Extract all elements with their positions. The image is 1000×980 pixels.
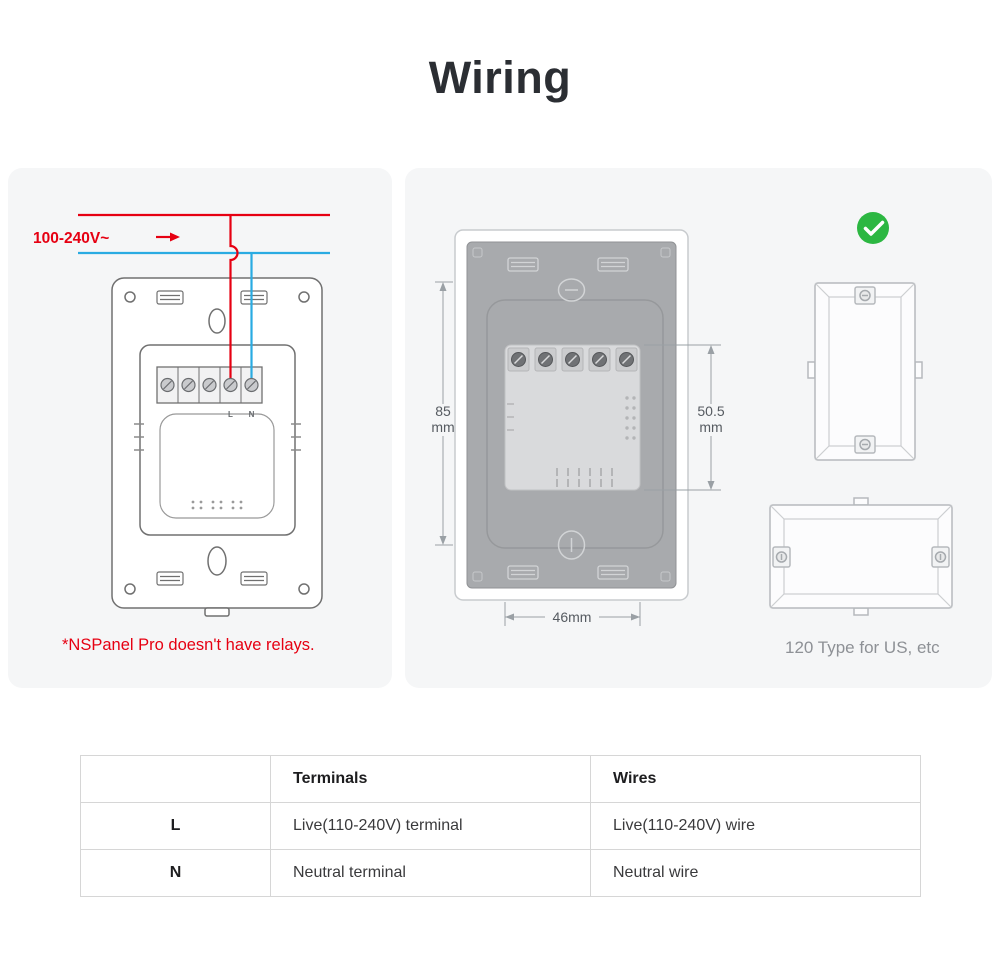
dim-50-unit: mm <box>699 419 722 435</box>
voltage-label: 100-240V~ <box>33 230 109 247</box>
dim-85-value: 85 <box>435 403 451 419</box>
arrow-right-icon <box>156 232 180 242</box>
box-screw-right <box>931 546 950 568</box>
relay-note: *NSPanel Pro doesn't have relays. <box>62 636 315 654</box>
screw-hole-bottom <box>557 530 586 560</box>
box-screw-top <box>854 286 876 305</box>
mounting-box-vertical <box>807 282 923 461</box>
rear-slots-bottom <box>507 565 629 580</box>
rear-module <box>504 344 641 491</box>
connector-dots <box>191 500 243 510</box>
module-dot-grid <box>625 396 636 440</box>
device-rear-view <box>454 229 689 601</box>
dimension-width-46mm: 46mm <box>504 602 641 626</box>
wiring-diagram-panel: L N 100-240V~ *NSPanel Pro doesn't have … <box>8 168 392 688</box>
dim-50-value: 50.5 <box>697 403 724 419</box>
table-row: N Neutral terminal Neutral wire <box>80 849 921 897</box>
dim-46-label: 46mm <box>553 609 592 625</box>
table-header-wires: Wires <box>590 755 921 803</box>
supply-wires: 100-240V~ <box>33 213 330 385</box>
table-row: L Live(110-240V) terminal Live(110-240V)… <box>80 802 921 850</box>
corner-pads <box>472 247 671 582</box>
terminal-screws <box>160 377 259 393</box>
dimensions-panel: 85 mm 50.5 mm 46mm <box>405 168 992 688</box>
dimensions-diagram: 85 mm 50.5 mm 46mm <box>431 212 953 626</box>
vent-slots <box>556 468 613 487</box>
row-key: N <box>80 849 271 897</box>
dimension-height-85mm: 85 mm <box>431 281 455 546</box>
table-header-row: Terminals Wires <box>80 755 921 803</box>
check-icon <box>857 212 889 244</box>
side-clips <box>134 423 301 451</box>
terminal-label-live: L <box>228 410 233 419</box>
dim-85-unit: mm <box>431 419 454 435</box>
row-wire: Live(110-240V) wire <box>590 802 921 850</box>
mounting-slot-bottom-right <box>240 571 268 586</box>
mounting-box-horizontal <box>769 497 953 616</box>
switch-module: L N <box>134 344 301 536</box>
table-header-empty <box>80 755 271 803</box>
module-side-ticks <box>507 403 514 431</box>
box-screw-left <box>772 546 791 568</box>
live-wire-drop <box>229 215 239 385</box>
mounting-slot-top-left <box>156 290 184 305</box>
row-terminal: Live(110-240V) terminal <box>270 802 591 850</box>
box-type-caption: 120 Type for US, etc <box>785 638 940 657</box>
terminal-label-neutral: N <box>249 410 255 419</box>
box-screw-bottom <box>854 435 876 454</box>
table-header-terminals: Terminals <box>270 755 591 803</box>
wiring-diagram: L N 100-240V~ <box>33 213 330 617</box>
rear-terminal-screws <box>507 347 638 372</box>
terminals-table: Terminals Wires L Live(110-240V) termina… <box>80 755 921 897</box>
mounting-slot-bottom-left <box>156 571 184 586</box>
dimension-module-50mm: 50.5 mm <box>644 344 725 491</box>
page-title: Wiring <box>428 52 572 103</box>
row-terminal: Neutral terminal <box>270 849 591 897</box>
mounting-slot-top-right <box>240 290 268 305</box>
row-wire: Neutral wire <box>590 849 921 897</box>
rear-slots-top <box>507 257 629 272</box>
screw-hole-top <box>557 278 586 302</box>
row-key: L <box>80 802 271 850</box>
